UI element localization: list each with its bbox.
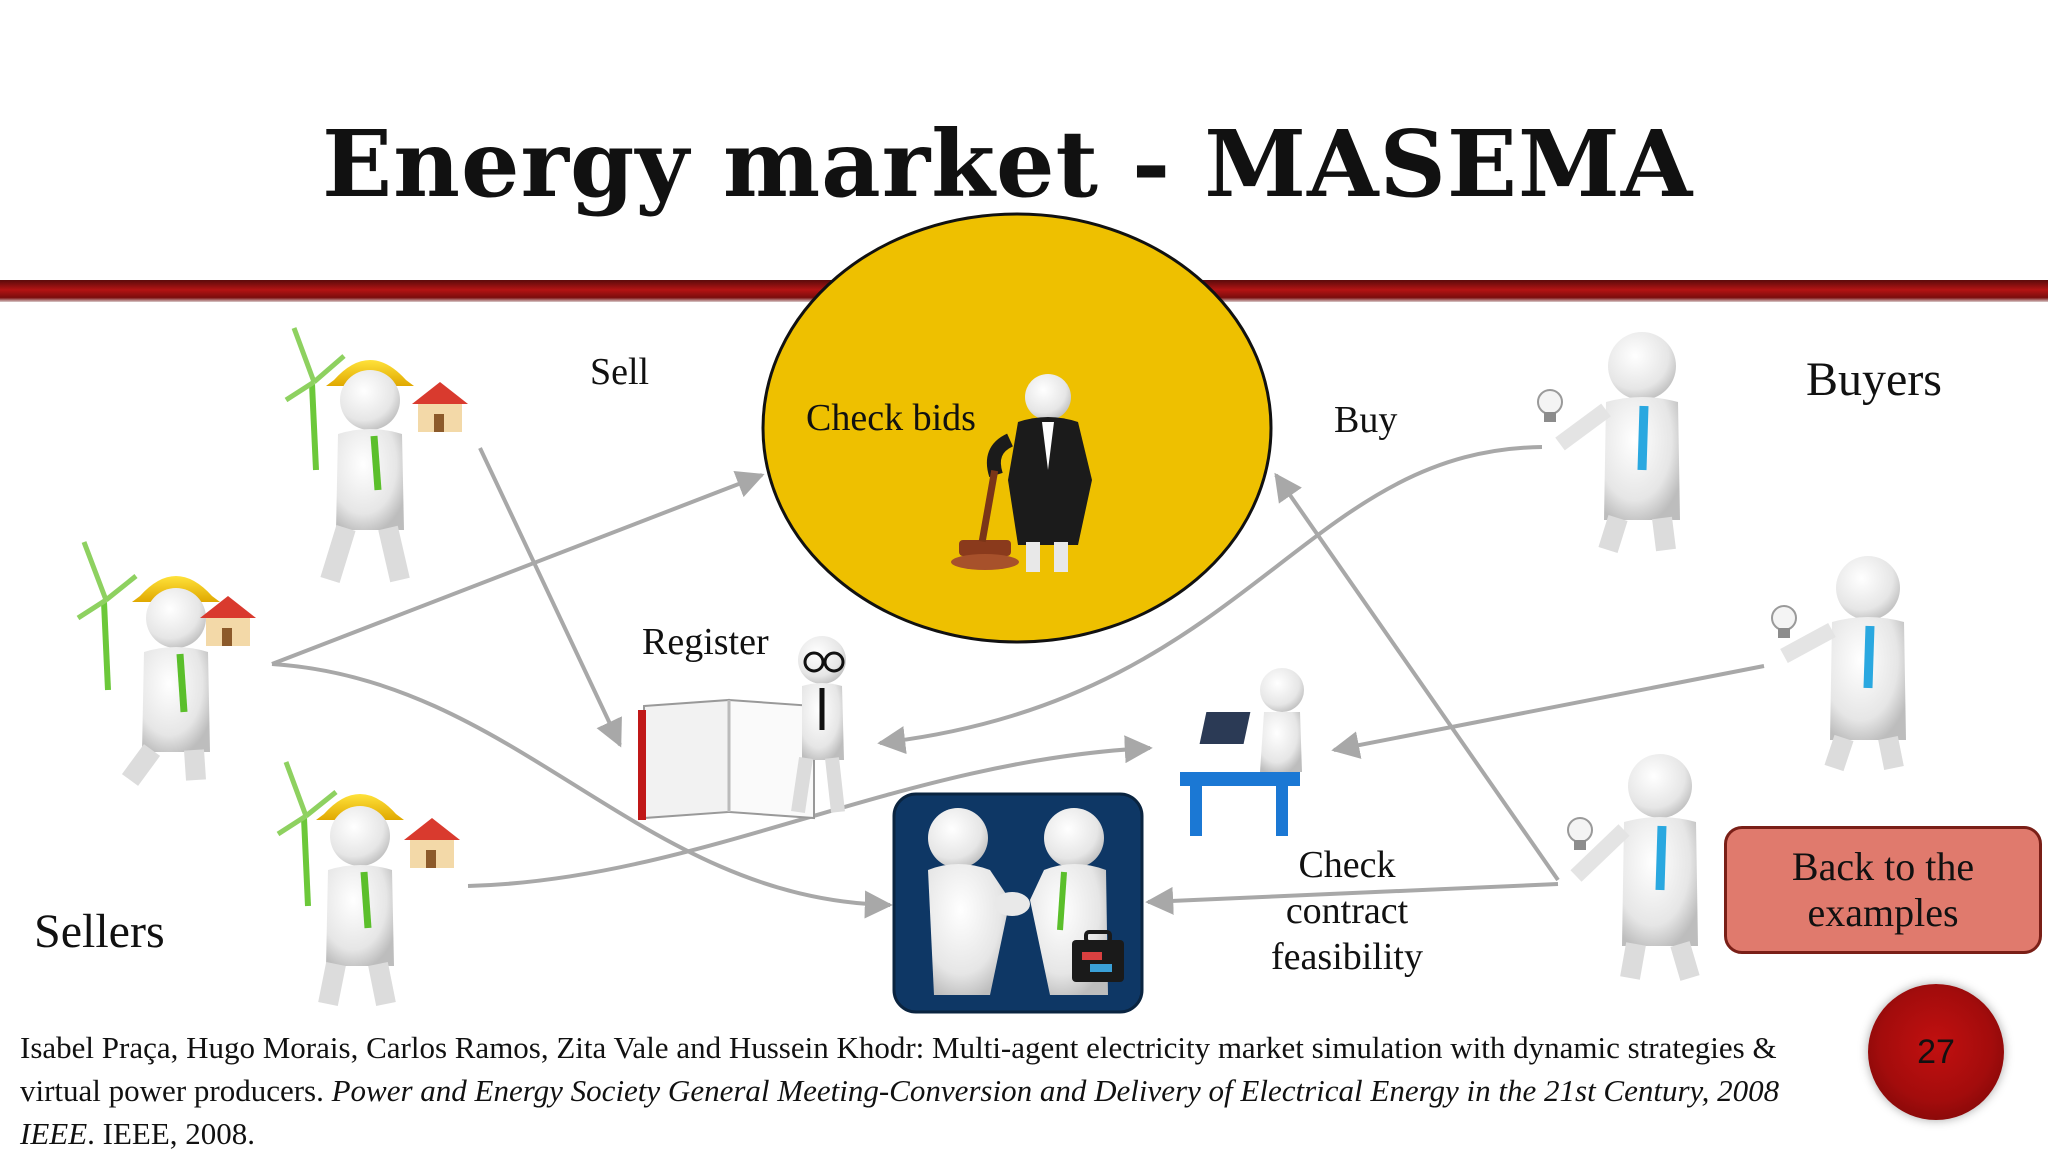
seller-figure xyxy=(276,761,460,1006)
label-feasibility: feasibility xyxy=(1271,936,1423,978)
label-buy: Buy xyxy=(1334,399,1398,441)
wind-turbine-icon xyxy=(301,817,311,907)
register-book-icon xyxy=(638,698,815,820)
label-buyers: Buyers xyxy=(1806,353,1942,406)
wind-turbine-icon xyxy=(309,383,319,471)
light-bulb-icon xyxy=(1771,605,1797,638)
back-button-line2: examples xyxy=(1807,890,1959,935)
register-operator-figure xyxy=(791,636,846,814)
arrow-seller-to-register xyxy=(478,447,622,748)
house-icon xyxy=(404,818,460,868)
house-icon xyxy=(200,596,256,646)
arrow-buyer-to-check-bids xyxy=(1274,472,1560,882)
gavel-icon xyxy=(951,470,1019,570)
slide-title: Energy market - MASEMA xyxy=(322,110,1694,218)
operator-at-laptop-icon xyxy=(1180,668,1304,836)
wind-turbine-icon xyxy=(101,601,111,691)
light-bulb-icon xyxy=(1537,389,1563,422)
label-register: Register xyxy=(642,621,769,663)
arrow-buyer-to-operator xyxy=(1331,664,1765,759)
label-sellers: Sellers xyxy=(34,905,165,958)
buyer-figure xyxy=(1567,754,1700,981)
seller-figure xyxy=(284,327,468,583)
citation-venue: Power and Energy Society General Meeting… xyxy=(20,1073,1780,1151)
page-number-badge: 27 xyxy=(1868,984,2004,1120)
buyer-figure xyxy=(1537,332,1680,553)
back-to-examples-button[interactable]: Back to the examples xyxy=(1724,826,2042,954)
arrow-seller-to-contract xyxy=(271,662,893,919)
label-contract: contract xyxy=(1285,890,1409,932)
arrow-buyer-to-contract xyxy=(1145,882,1559,915)
seller-figure xyxy=(76,541,256,786)
citation: Isabel Praça, Hugo Morais, Carlos Ramos,… xyxy=(20,1026,1780,1155)
connector-arrows xyxy=(271,445,1765,919)
arrow-seller-to-operator xyxy=(467,735,1153,888)
citation-tail: . IEEE, 2008. xyxy=(87,1116,256,1151)
label-check: Check xyxy=(1298,844,1396,886)
arrow-seller-to-check-bids xyxy=(271,471,765,666)
citation-authors: Isabel Praça, Hugo Morais, Carlos Ramos,… xyxy=(20,1030,1777,1108)
light-bulb-icon xyxy=(1567,817,1593,850)
house-icon xyxy=(412,382,468,432)
briefcase-icon xyxy=(1072,930,1124,982)
label-check-contract-feasibility: Check contract feasibility xyxy=(1252,842,1442,980)
label-check-bids: Check bids xyxy=(806,397,976,439)
label-sell: Sell xyxy=(590,351,650,393)
buyer-figure xyxy=(1771,556,1906,772)
back-button-line1: Back to the xyxy=(1791,844,1975,889)
arrow-buyer-to-register xyxy=(877,445,1543,754)
